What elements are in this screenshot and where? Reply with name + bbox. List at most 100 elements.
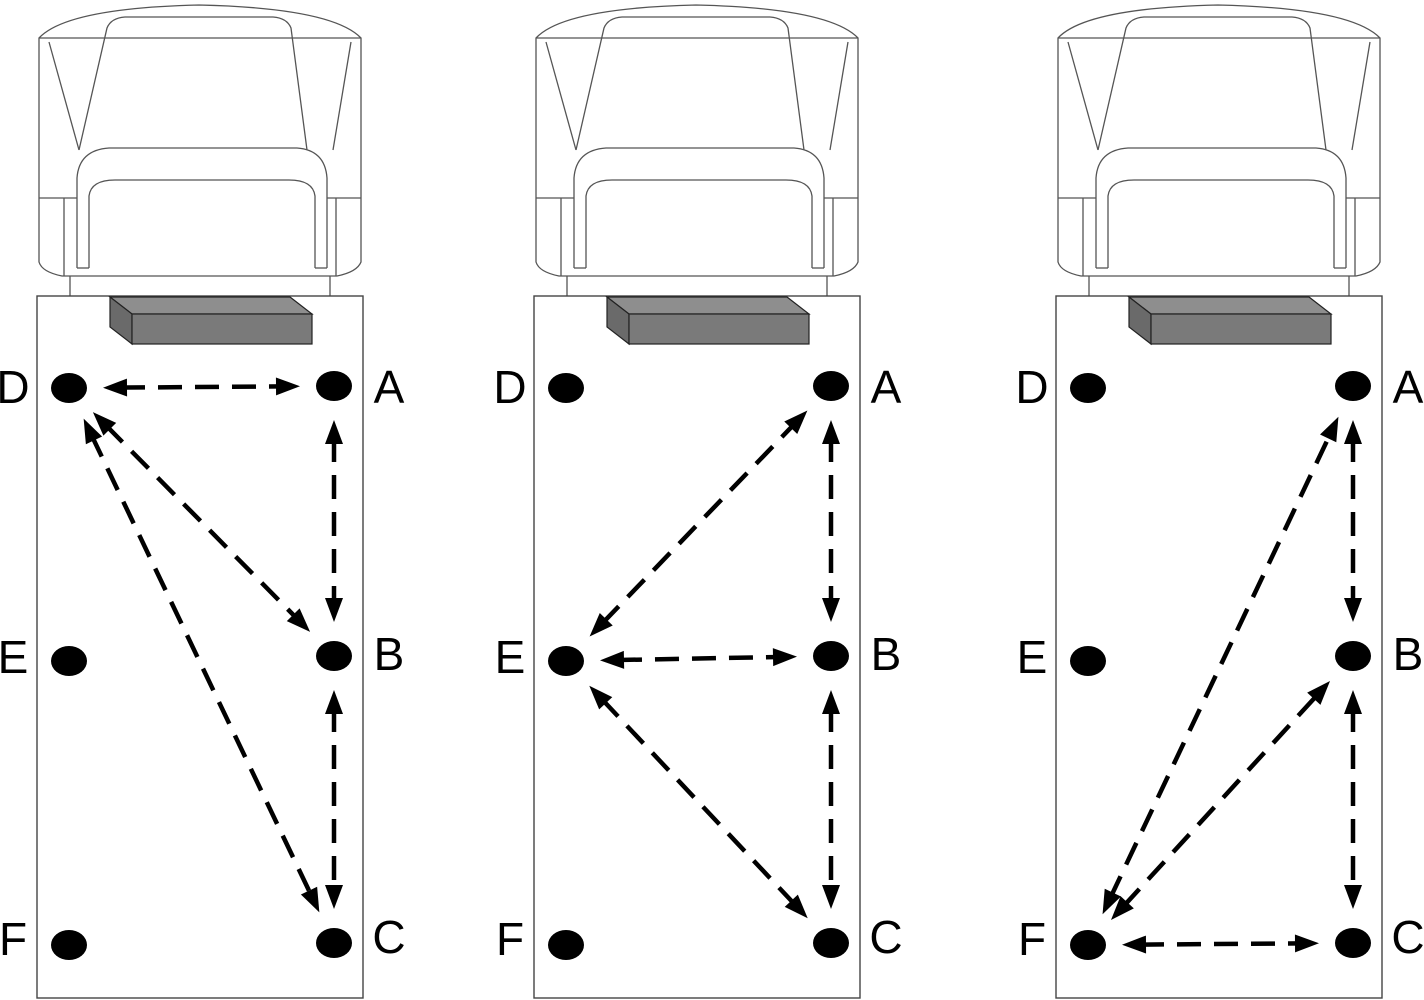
point-label-C: C <box>869 911 902 963</box>
connection-E-A <box>589 410 808 637</box>
cab-hood-inner <box>88 179 316 268</box>
connection-E-B <box>599 648 798 669</box>
arrowhead-B <box>822 598 840 622</box>
arrowhead-B <box>1344 598 1362 622</box>
arrowhead-B <box>822 690 840 714</box>
point-label-B: B <box>374 628 405 680</box>
arrowhead-C <box>1294 934 1320 953</box>
arrowhead-D <box>92 412 117 436</box>
connection-A-B <box>822 420 840 622</box>
point-label-E: E <box>0 631 28 683</box>
point-E <box>548 646 584 676</box>
arrowhead-C <box>822 885 840 909</box>
arrowhead-A <box>275 377 301 396</box>
truck-body <box>36 295 364 999</box>
cab-hood-inner <box>585 179 813 268</box>
cab-hood-outer <box>1095 147 1347 268</box>
connection-F-B <box>1110 681 1331 920</box>
arrowhead-A <box>1344 420 1362 444</box>
point-B <box>813 641 849 671</box>
cab-shell <box>1057 4 1381 277</box>
arrowhead-F <box>1110 896 1134 920</box>
truck-body <box>1055 295 1383 999</box>
cab-hood-outer <box>573 147 825 268</box>
connection-line-F-C <box>1139 941 1302 947</box>
point-C <box>316 928 352 958</box>
connection-line-E-B <box>617 654 780 663</box>
arrowhead-B <box>286 608 311 632</box>
connection-B-C <box>822 690 840 909</box>
truck-diagram-2: D A E B F C <box>493 4 903 999</box>
point-label-D: D <box>1015 361 1048 413</box>
point-F <box>548 930 584 960</box>
cab-roof-panel <box>575 16 805 151</box>
point-label-B: B <box>871 628 902 680</box>
point-label-F: F <box>496 913 524 965</box>
point-A <box>316 371 352 401</box>
arrowhead-B <box>772 648 798 667</box>
arrowhead-A <box>784 410 808 435</box>
point-A <box>813 371 849 401</box>
point-label-A: A <box>374 361 405 413</box>
arrowhead-E <box>589 612 613 637</box>
point-E <box>1070 646 1106 676</box>
cab-pillar-right <box>332 41 352 151</box>
connection-line-D-A <box>120 384 283 390</box>
connection-D-A <box>102 377 301 397</box>
cab-pillar-right <box>829 41 849 151</box>
point-C <box>813 928 849 958</box>
point-label-E: E <box>495 631 526 683</box>
cab-hood-inner <box>1107 179 1335 268</box>
point-B <box>1335 641 1371 671</box>
connection-F-C <box>1121 934 1320 954</box>
point-label-B: B <box>1393 628 1424 680</box>
arrowhead-C <box>1344 885 1362 909</box>
cab-hood-outer <box>76 147 328 268</box>
cargo-box-top <box>605 296 811 315</box>
truck-body <box>533 295 861 999</box>
connection-line-D-C <box>89 433 314 898</box>
arrowhead-B <box>1307 681 1331 705</box>
arrowhead-C <box>300 886 320 913</box>
arrowhead-E <box>599 650 625 669</box>
arrowhead-C <box>325 885 343 909</box>
connection-A-B <box>1344 420 1362 622</box>
point-label-A: A <box>871 361 902 413</box>
arrowhead-A <box>325 420 343 444</box>
cargo-box-front <box>131 313 313 345</box>
cargo-box-front <box>628 313 810 345</box>
point-D <box>51 373 87 403</box>
point-B <box>316 641 352 671</box>
point-label-F: F <box>1018 913 1046 965</box>
connection-D-C <box>83 418 320 913</box>
connection-line-E-C <box>599 697 798 907</box>
point-label-A: A <box>1393 361 1424 413</box>
connection-B-C <box>1344 690 1362 909</box>
cargo-box-top <box>1127 296 1333 315</box>
point-label-D: D <box>0 361 30 413</box>
arrowhead-D <box>83 418 103 445</box>
point-F <box>51 930 87 960</box>
cab-pillar-left <box>48 41 80 151</box>
connection-line-F-A <box>1108 432 1333 899</box>
arrowhead-F <box>1121 935 1147 954</box>
connection-line-D-B <box>103 423 300 621</box>
arrowhead-C <box>784 894 808 919</box>
cargo-box-front <box>1150 313 1332 345</box>
arrowhead-A <box>822 420 840 444</box>
point-F <box>1070 930 1106 960</box>
connection-E-C <box>589 685 808 919</box>
cab-pillar-right <box>1351 41 1371 151</box>
arrowhead-F <box>1102 888 1121 915</box>
point-D <box>548 373 584 403</box>
connection-F-A <box>1102 416 1339 915</box>
cab-shell <box>535 4 859 277</box>
arrowhead-A <box>1320 416 1339 443</box>
arrowhead-B <box>325 598 343 622</box>
point-C <box>1335 928 1371 958</box>
point-label-D: D <box>493 361 526 413</box>
cab-roof-panel <box>78 16 308 151</box>
connection-A-B <box>325 420 343 622</box>
